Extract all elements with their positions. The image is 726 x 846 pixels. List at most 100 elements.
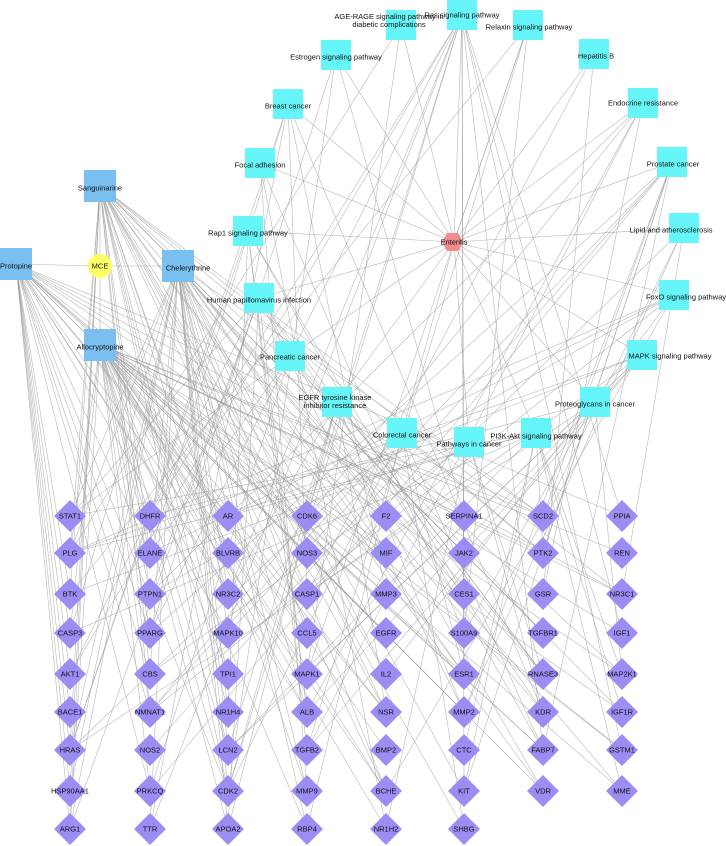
gene-node-hras[interactable] xyxy=(54,734,86,766)
gene-node-cbs[interactable] xyxy=(134,658,166,690)
pathway-node-proteoglycans-in-cancer[interactable] xyxy=(580,387,610,417)
pathway-node-estrogen-signaling-pathway[interactable] xyxy=(321,40,351,70)
gene-node-rnase3[interactable] xyxy=(527,658,559,690)
pathway-node-egfr-tyrosine-kinase-inhibitor-resistance[interactable] xyxy=(322,387,352,417)
pathway-node-ras-signaling-pathway[interactable] xyxy=(447,0,477,30)
gene-node-scd2[interactable] xyxy=(527,500,559,532)
gene-node-kit[interactable] xyxy=(448,775,480,807)
gene-node-stat1[interactable] xyxy=(54,500,86,532)
pathway-node-mapk-signaling-pathway[interactable] xyxy=(627,340,657,370)
gene-node-casp3[interactable] xyxy=(54,617,86,649)
gene-node-cdk6[interactable] xyxy=(291,500,323,532)
gene-node-hsp90aa1[interactable] xyxy=(54,775,86,807)
pathway-node-rap1-signaling-pathway[interactable] xyxy=(233,216,263,246)
gene-node-pparg[interactable] xyxy=(134,617,166,649)
gene-node-ptpn1[interactable] xyxy=(134,578,166,610)
gene-node-nos2[interactable] xyxy=(134,734,166,766)
gene-node-nos3[interactable] xyxy=(291,537,323,569)
gene-node-akt1[interactable] xyxy=(54,658,86,690)
gene-node-mmp2[interactable] xyxy=(448,696,480,728)
pathway-node-relaxin-signaling-pathway[interactable] xyxy=(513,10,543,40)
pathway-node-pathways-in-cancer[interactable] xyxy=(454,427,484,457)
gene-node-ar[interactable] xyxy=(212,500,244,532)
gene-node-tpi1[interactable] xyxy=(212,658,244,690)
gene-node-ccl5[interactable] xyxy=(291,617,323,649)
gene-node-nr1h2[interactable] xyxy=(370,813,402,845)
gene-node-igf1[interactable] xyxy=(606,617,638,649)
gene-node-map2k1[interactable] xyxy=(606,658,638,690)
pathway-node-foxo-signaling-pathway[interactable] xyxy=(659,280,689,310)
gene-node-mmp9[interactable] xyxy=(291,775,323,807)
gene-node-igf1r[interactable] xyxy=(606,696,638,728)
gene-node-shbg[interactable] xyxy=(448,813,480,845)
gene-node-rbp4[interactable] xyxy=(291,813,323,845)
edge xyxy=(15,263,151,675)
gene-node-bace1[interactable] xyxy=(54,696,86,728)
gene-node-esr1[interactable] xyxy=(448,658,480,690)
pathway-node-lipid-and-atherosclerosis[interactable] xyxy=(669,213,699,243)
gene-node-vdr[interactable] xyxy=(527,775,559,807)
gene-node-arg1[interactable] xyxy=(54,813,86,845)
gene-node-mme[interactable] xyxy=(606,775,638,807)
pathway-node-focal-adhesion[interactable] xyxy=(245,148,275,178)
gene-node-plg[interactable] xyxy=(54,537,86,569)
gene-node-mif[interactable] xyxy=(370,537,402,569)
herb-node-sanguinarine[interactable] xyxy=(84,170,116,202)
pathway-node-pancreatic-cancer[interactable] xyxy=(275,341,305,371)
gene-node-nmnat1[interactable] xyxy=(134,696,166,728)
gene-node-dhfr[interactable] xyxy=(134,500,166,532)
disease-node-enteritis[interactable] xyxy=(442,233,463,251)
gene-node-bche[interactable] xyxy=(370,775,402,807)
gene-node-nsr[interactable] xyxy=(370,696,402,728)
gene-node-label: VDR xyxy=(535,787,551,796)
gene-node-tgfb2[interactable] xyxy=(291,734,323,766)
gene-node-mapk1[interactable] xyxy=(291,658,323,690)
gene-node-egfr[interactable] xyxy=(370,617,402,649)
gene-node-gstm1[interactable] xyxy=(606,734,638,766)
edge xyxy=(15,263,623,517)
gene-node-btk[interactable] xyxy=(54,578,86,610)
gene-node-nr3c2[interactable] xyxy=(212,578,244,610)
gene-node-alb[interactable] xyxy=(291,696,323,728)
gene-node-mmp3[interactable] xyxy=(370,578,402,610)
gene-node-lcn2[interactable] xyxy=(212,734,244,766)
gene-node-ttr[interactable] xyxy=(134,813,166,845)
pathway-node-colorectal-cancer[interactable] xyxy=(387,418,417,448)
gene-node-serpina1[interactable] xyxy=(448,500,480,532)
herb-node-protopine[interactable] xyxy=(0,248,32,280)
pathway-node-age-rage-signaling-pathway-in-diabetic-complications[interactable] xyxy=(386,10,416,40)
gene-node-prkcq[interactable] xyxy=(134,775,166,807)
herb-node-chelerythrine[interactable] xyxy=(162,250,194,282)
gene-node-jak2[interactable] xyxy=(448,537,480,569)
pathway-node-hepatitis-b[interactable] xyxy=(579,39,609,69)
gene-node-il2[interactable] xyxy=(370,658,402,690)
pathway-node-breast-cancer[interactable] xyxy=(273,89,303,119)
gene-node-kdr[interactable] xyxy=(527,696,559,728)
gene-node-bmp2[interactable] xyxy=(370,734,402,766)
pathway-node-prostate-cancer[interactable] xyxy=(657,147,687,177)
gene-node-gsr[interactable] xyxy=(527,578,559,610)
gene-node-s100a9[interactable] xyxy=(448,617,480,649)
gene-node-tgfbr1[interactable] xyxy=(527,617,559,649)
gene-node-apoa2[interactable] xyxy=(212,813,244,845)
gene-node-elane[interactable] xyxy=(134,537,166,569)
gene-node-nr3c1[interactable] xyxy=(606,578,638,610)
gene-node-blvrb[interactable] xyxy=(212,537,244,569)
pathway-node-pi3k-akt-signaling-pathway[interactable] xyxy=(521,418,551,448)
gene-node-ptk2[interactable] xyxy=(527,537,559,569)
gene-node-cdk2[interactable] xyxy=(212,775,244,807)
gene-node-fabp7[interactable] xyxy=(527,734,559,766)
edge xyxy=(69,103,289,751)
herb-node-allocryptopine[interactable] xyxy=(84,329,116,361)
center-node-mce[interactable] xyxy=(88,254,112,278)
gene-node-nr1h4[interactable] xyxy=(212,696,244,728)
pathway-node-human-papillomavirus-infection[interactable] xyxy=(244,283,274,313)
gene-node-casp1[interactable] xyxy=(291,578,323,610)
gene-node-ctc[interactable] xyxy=(448,734,480,766)
gene-node-mapk10[interactable] xyxy=(212,617,244,649)
gene-node-f2[interactable] xyxy=(370,500,402,532)
pathway-node-endocrine-resistance[interactable] xyxy=(628,88,658,118)
gene-node-ppia[interactable] xyxy=(606,500,638,532)
gene-node-ren[interactable] xyxy=(606,537,638,569)
gene-node-ces1[interactable] xyxy=(448,578,480,610)
